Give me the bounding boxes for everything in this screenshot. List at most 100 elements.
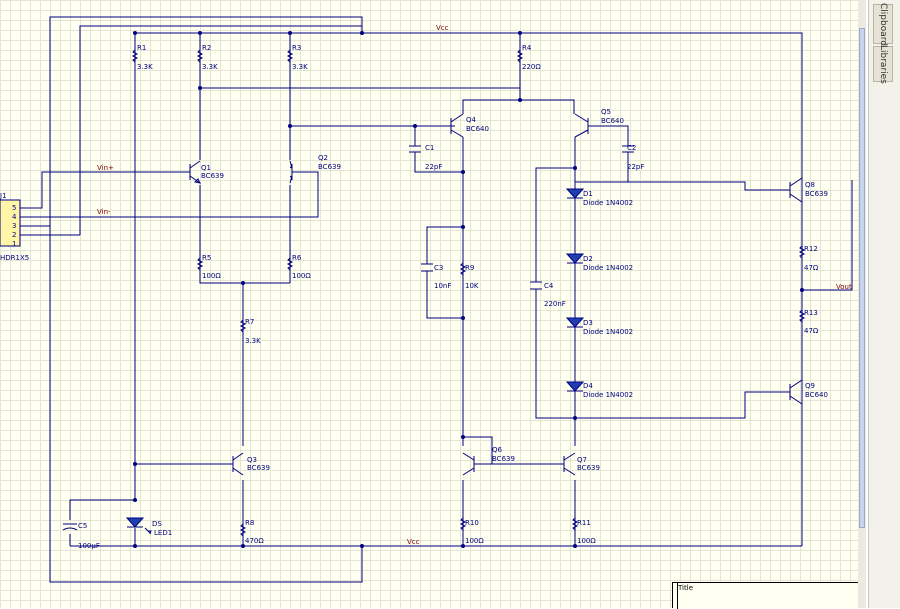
diode-ref: D4 [583,382,593,390]
tab-libraries[interactable]: Libraries [873,44,893,84]
connector-pin-label: 5 [12,204,16,212]
led-part: LED1 [154,529,172,537]
resistor-value: 470Ω [245,537,264,545]
transistor-ref: Q6 [492,446,503,454]
transistor-q3[interactable]: Q3 BC639 [225,452,270,476]
connector-pin-label: 2 [12,231,16,239]
resistor-symbol [516,49,524,63]
diode-ref: D2 [583,255,593,263]
diode-part: Diode 1N4002 [583,199,633,207]
diode-d2[interactable]: D2 Diode 1N4002 [565,253,633,272]
resistor-r7[interactable]: R7 3.3K [239,318,261,345]
diode-part: Diode 1N4002 [583,328,633,336]
resistor-value: 3.3K [292,63,308,71]
diode-ref: D3 [583,319,593,327]
transistor-part: BC639 [577,464,600,472]
resistor-r12[interactable]: R12 47Ω [798,245,819,272]
resistor-ref: R3 [292,44,301,52]
resistor-ref: R8 [245,519,254,527]
resistor-r6[interactable]: R6 100Ω [286,254,311,280]
resistor-ref: R5 [202,254,211,262]
vertical-scrollbar[interactable] [858,0,866,608]
connector-pin-label: 3 [12,222,16,230]
tab-clipboard[interactable]: Clipboard [873,2,893,46]
led-ds[interactable]: DS LED1 [125,517,172,537]
resistor-r5[interactable]: R5 100Ω [196,254,221,280]
schematic-sheet[interactable]: J1 HDR1X5 5 4 3 2 1 Vcc Vin+ Vin- Vout V… [0,0,862,609]
transistor-ref: Q1 [201,164,211,172]
transistor-q2[interactable]: Q2 BC639 [289,154,341,184]
diode-symbol [565,253,585,264]
wire-q1-emitter [199,185,290,284]
resistor-value: 3.3K [202,63,218,71]
resistor-r1[interactable]: R1 3.3K [131,44,153,71]
led-ref: DS [152,520,162,528]
resistor-r11[interactable]: R11 100Ω [571,517,596,545]
capacitor-c5[interactable]: C5 100µF [62,522,100,550]
connector-name: HDR1X5 [0,254,29,262]
resistor-ref: R9 [465,264,474,272]
connector-pin-label: 4 [12,213,17,221]
transistor-q1[interactable]: Q1 BC639 [182,160,224,184]
title-block-divider [677,583,678,609]
transistor-ref: Q2 [318,154,328,162]
resistor-r8[interactable]: R8 470Ω [239,519,264,545]
led-emission-arrow [144,527,152,535]
wire-vout [802,180,853,291]
resistor-symbol [239,319,247,333]
transistor-ref: Q7 [577,456,587,464]
transistor-q4[interactable]: Q4 BC640 [443,113,489,138]
transistor-part: BC640 [466,125,489,133]
transistor-q5[interactable]: Q5 BC640 [574,108,624,138]
tab-clipboard-label: Clipboard [878,2,888,46]
transistor-q9[interactable]: Q9 BC640 [784,379,828,405]
transistor-part: BC640 [805,391,828,399]
wire-c4-bottom [535,289,575,419]
wire-bottom-loop [49,235,363,583]
npn-symbol [289,164,300,180]
wire-c2-top [598,125,629,146]
transistor-q6[interactable]: Q6 BC639 [462,446,515,476]
resistor-symbol [459,262,467,276]
title-block: Title [672,582,858,609]
diode-symbol [565,381,585,392]
resistor-r2[interactable]: R2 3.3K [196,44,218,71]
diode-part: Diode 1N4002 [583,391,633,399]
capacitor-c3[interactable]: C3 10nF [421,263,451,290]
transistor-q7[interactable]: Q7 BC639 [556,452,600,476]
wire-c3-top [426,226,463,264]
led-symbol [125,517,145,528]
wire-vin-minus [20,171,319,218]
scrollbar-thumb[interactable] [859,28,865,528]
capacitor-symbol [421,263,433,272]
resistor-r10[interactable]: R10 100Ω [459,517,484,545]
wire-c5-top [69,499,135,520]
diode-d1[interactable]: D1 Diode 1N4002 [565,188,633,207]
capacitor-c2[interactable]: C2 22pF [622,144,644,171]
capacitor-value: 220nF [544,300,566,308]
tab-libraries-label: Libraries [878,44,888,84]
diode-ref: D1 [583,190,593,198]
side-panel: Clipboard Libraries [868,0,900,608]
resistor-r3[interactable]: R3 3.3K [286,44,308,71]
resistor-symbol [459,517,467,531]
resistor-value: 47Ω [804,327,819,335]
capacitor-c4[interactable]: C4 220nF [530,281,566,308]
net-label-vcc-bottom: Vcc [407,538,420,546]
transistor-q8[interactable]: Q8 BC639 [784,177,828,203]
diode-d4[interactable]: D4 Diode 1N4002 [565,381,633,399]
resistor-r4[interactable]: R4 220Ω [516,44,541,71]
schematic-canvas[interactable]: J1 HDR1X5 5 4 3 2 1 Vcc Vin+ Vin- Vout V… [0,0,862,608]
connector-j1[interactable]: J1 HDR1X5 5 4 3 2 1 [0,192,29,262]
capacitor-ref: C3 [434,264,443,272]
capacitor-value: 22pF [425,163,442,171]
diode-d3[interactable]: D3 Diode 1N4002 [565,317,633,336]
transistor-part: BC639 [247,464,270,472]
net-labels: Vcc Vin+ Vin- Vout Vcc [97,24,852,546]
resistor-ref: R2 [202,44,211,52]
diode-symbol [565,188,585,199]
resistor-ref: R10 [465,519,479,527]
capacitor-c1[interactable]: C1 22pF [409,144,442,171]
resistor-r9[interactable]: R9 10K [459,262,479,290]
resistor-r13[interactable]: R13 47Ω [798,309,819,335]
